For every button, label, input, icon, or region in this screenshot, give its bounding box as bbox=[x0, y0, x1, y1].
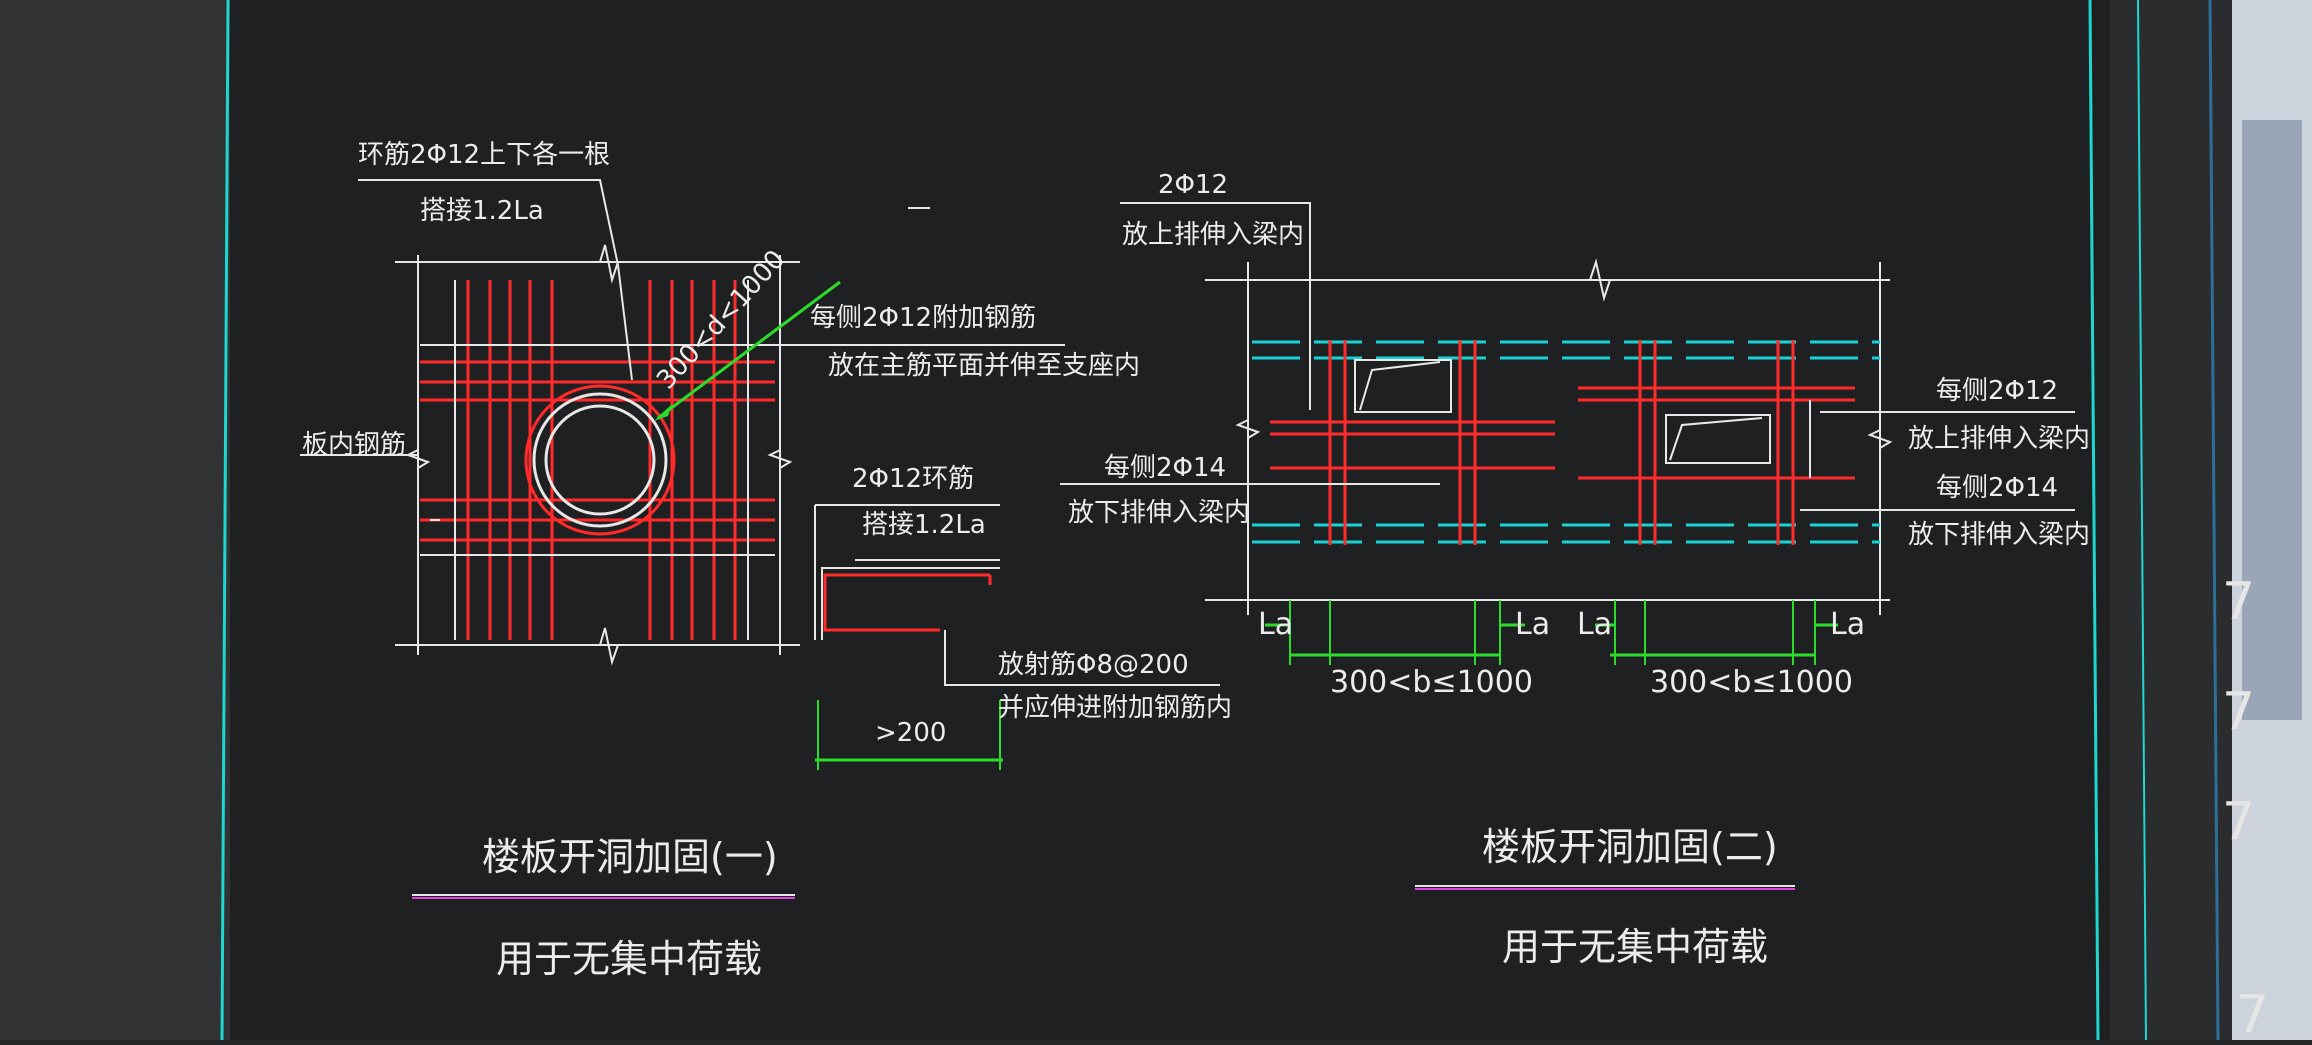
right-top-bar-note: 放上排伸入梁内 bbox=[1908, 424, 2091, 454]
top-left-bar-label: 2Φ12 bbox=[1158, 170, 1229, 200]
slab-bar-label: 板内钢筋 bbox=[302, 430, 407, 460]
side-mark-2: 7 bbox=[2222, 682, 2256, 742]
figure-two-plan bbox=[1060, 202, 2075, 665]
detail-length-label: >200 bbox=[875, 718, 947, 748]
ring-bar-label: 环筋2Φ12上下各一根 bbox=[358, 140, 611, 170]
detail-ring-bar-label: 2Φ12环筋 bbox=[852, 464, 975, 494]
left-bar-note: 放下排伸入梁内 bbox=[1068, 498, 1251, 528]
ring-bar-lap-label: 搭接1.2La bbox=[420, 196, 544, 226]
radial-bar-note: 并应伸进附加钢筋内 bbox=[998, 693, 1233, 723]
side-mark-1: 7 bbox=[2222, 572, 2256, 632]
frame-line-left bbox=[220, 0, 230, 1040]
left-margin bbox=[0, 0, 230, 1040]
side-mark-4: 7 bbox=[2236, 985, 2270, 1045]
right-bottom-bar-label: 每侧2Φ14 bbox=[1936, 473, 2059, 503]
detail-ring-bar bbox=[814, 504, 1220, 770]
anchor-label-2: La bbox=[1515, 607, 1551, 642]
radial-bar-label: 放射筋Φ8@200 bbox=[998, 650, 1189, 680]
left-bar-label: 每侧2Φ14 bbox=[1104, 453, 1227, 483]
anchor-label-3: La bbox=[1577, 607, 1613, 642]
figure-two-subtitle: 用于无集中荷载 bbox=[1502, 925, 1769, 969]
right-bottom-bar-note: 放下排伸入梁内 bbox=[1908, 520, 2091, 550]
figure-one-title: 楼板开洞加固(一) bbox=[482, 835, 778, 879]
figure-one-subtitle: 用于无集中荷载 bbox=[496, 937, 763, 981]
right-top-bar-label: 每侧2Φ12 bbox=[1936, 376, 2059, 406]
figure-two-title: 楼板开洞加固(二) bbox=[1482, 825, 1778, 869]
additional-bar-label: 每侧2Φ12附加钢筋 bbox=[810, 303, 1037, 333]
top-left-bar-note: 放上排伸入梁内 bbox=[1122, 220, 1305, 250]
side-mark-3: 7 bbox=[2222, 792, 2256, 852]
width-range-label-1: 300<b≤1000 bbox=[1330, 665, 1533, 700]
detail-lap-label: 搭接1.2La bbox=[862, 510, 986, 540]
anchor-label-4: La bbox=[1830, 607, 1866, 642]
anchor-label-1: La bbox=[1258, 607, 1294, 642]
figure-one-plan bbox=[300, 179, 1065, 666]
frame-line-right bbox=[2088, 0, 2100, 1040]
additional-bar-note: 放在主筋平面并伸至支座内 bbox=[828, 351, 1141, 381]
frame-line-right-2 bbox=[2137, 0, 2147, 1040]
frame-line-right-3 bbox=[2208, 0, 2220, 1040]
width-range-label-2: 300<b≤1000 bbox=[1650, 665, 1853, 700]
monitor-side-panel bbox=[2242, 120, 2302, 720]
